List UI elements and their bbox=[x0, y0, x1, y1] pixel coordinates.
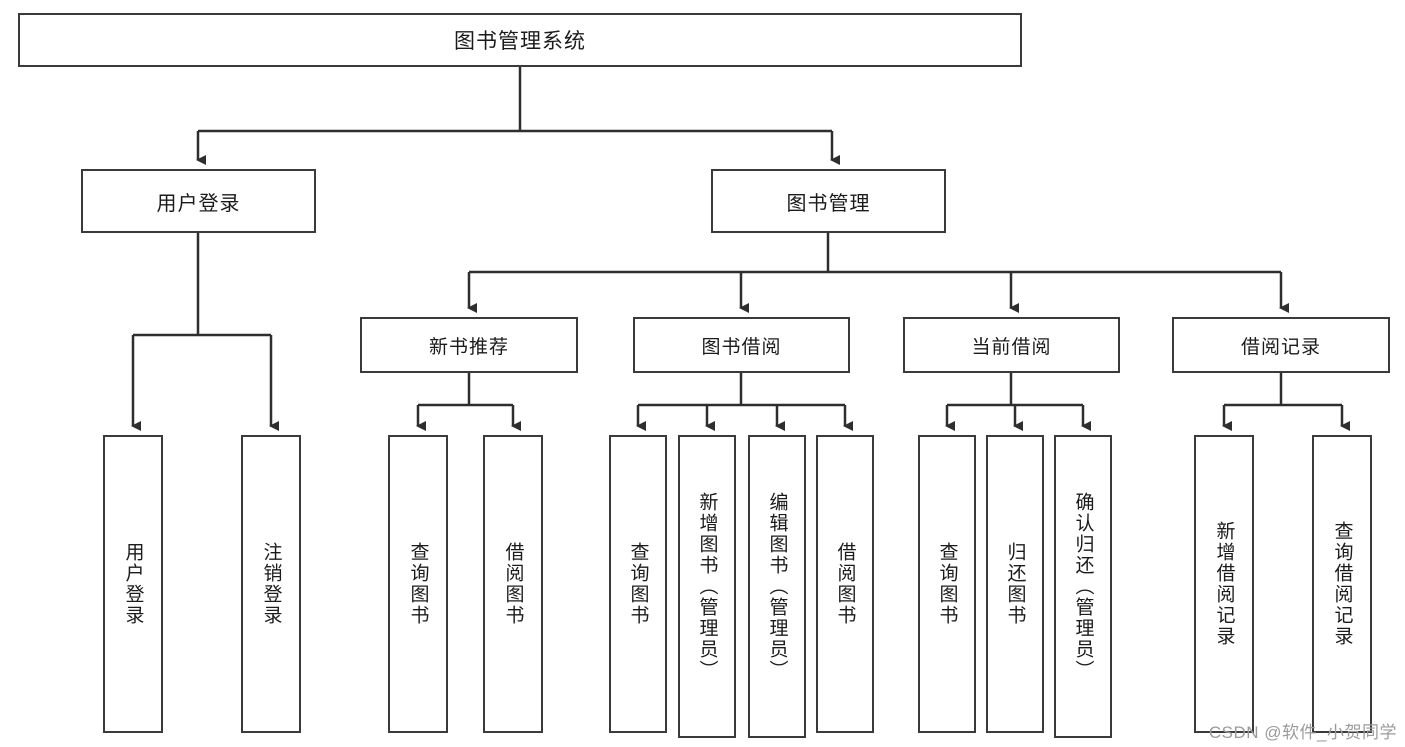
node-user-login[interactable]: 用户登录 bbox=[81, 169, 316, 233]
node-label: 新增借阅记录 bbox=[1213, 521, 1235, 647]
node-root-system[interactable]: 图书管理系统 bbox=[18, 13, 1022, 67]
node-label: 借阅图书 bbox=[502, 542, 524, 626]
node-label: 查询图书 bbox=[936, 542, 958, 626]
node-label: 注销登录 bbox=[260, 542, 282, 626]
leaf-edit-book-admin[interactable]: 编辑图书（管理员） bbox=[748, 435, 806, 738]
node-label: 当前借阅 bbox=[971, 336, 1052, 358]
node-label: 编辑图书（管理员） bbox=[766, 492, 788, 681]
node-label: 图书管理 bbox=[786, 192, 871, 215]
node-borrow-record[interactable]: 借阅记录 bbox=[1172, 317, 1390, 373]
leaf-user-login[interactable]: 用户登录 bbox=[103, 435, 163, 733]
leaf-return-book[interactable]: 归还图书 bbox=[986, 435, 1044, 733]
node-label: 借阅图书 bbox=[834, 542, 856, 626]
leaf-borrow-book-recommend[interactable]: 借阅图书 bbox=[483, 435, 543, 733]
leaf-user-logout[interactable]: 注销登录 bbox=[241, 435, 301, 733]
node-book-borrow[interactable]: 图书借阅 bbox=[633, 317, 850, 373]
node-label: 确认归还（管理员） bbox=[1072, 492, 1094, 681]
leaf-borrow-book[interactable]: 借阅图书 bbox=[816, 435, 874, 733]
leaf-query-book-recommend[interactable]: 查询图书 bbox=[388, 435, 448, 733]
leaf-query-borrow-record[interactable]: 查询借阅记录 bbox=[1312, 435, 1372, 733]
node-label: 借阅记录 bbox=[1240, 336, 1321, 358]
leaf-add-book-admin[interactable]: 新增图书（管理员） bbox=[678, 435, 736, 738]
node-label: 查询图书 bbox=[407, 542, 429, 626]
leaf-query-book-borrow[interactable]: 查询图书 bbox=[609, 435, 667, 733]
node-label: 图书借阅 bbox=[701, 336, 782, 358]
node-label: 归还图书 bbox=[1004, 542, 1026, 626]
node-new-book-recommend[interactable]: 新书推荐 bbox=[360, 317, 578, 373]
node-label: 图书管理系统 bbox=[454, 30, 586, 53]
csdn-watermark: CSDN @软件_小贺同学 bbox=[1208, 723, 1397, 742]
leaf-query-book-current[interactable]: 查询图书 bbox=[918, 435, 976, 733]
node-label: 新书推荐 bbox=[428, 336, 509, 358]
node-label: 查询借阅记录 bbox=[1331, 521, 1353, 647]
node-label: 查询图书 bbox=[627, 542, 649, 626]
node-label: 用户登录 bbox=[156, 192, 241, 215]
node-label: 新增图书（管理员） bbox=[696, 492, 718, 681]
node-label: 用户登录 bbox=[122, 542, 144, 626]
leaf-add-borrow-record[interactable]: 新增借阅记录 bbox=[1194, 435, 1254, 733]
leaf-confirm-return-admin[interactable]: 确认归还（管理员） bbox=[1054, 435, 1112, 738]
node-book-management[interactable]: 图书管理 bbox=[711, 169, 946, 233]
node-current-borrow[interactable]: 当前借阅 bbox=[903, 317, 1120, 373]
